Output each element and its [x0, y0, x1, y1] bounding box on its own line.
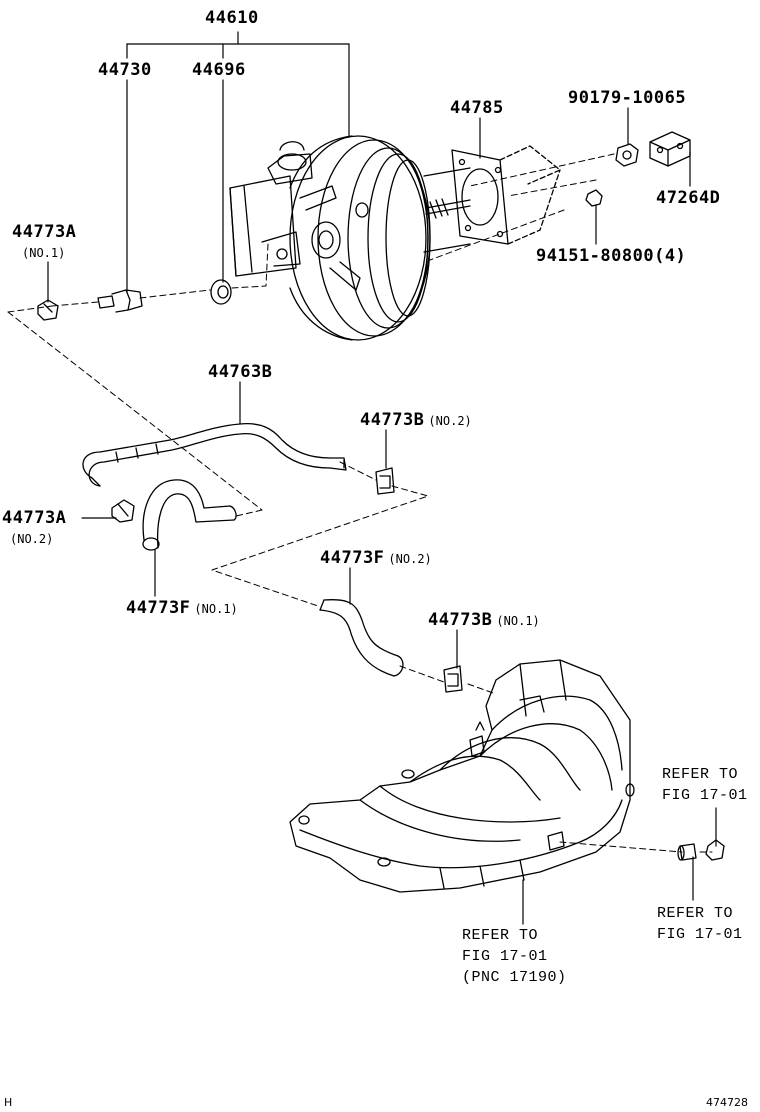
reference-line: FIG 17-01: [662, 787, 748, 804]
hose-44773f-no2: [319, 598, 404, 677]
part-label-44773b-no1: 44773B(NO.1): [428, 610, 540, 631]
part-qualifier: (NO.1): [194, 602, 238, 616]
brake-booster: [229, 135, 471, 341]
part-label-44730: 44730: [98, 60, 152, 80]
reference-line: REFER TO: [657, 905, 734, 922]
part-number: 44773B: [428, 610, 493, 630]
part-label-44773f-no2: 44773F(NO.2): [320, 548, 432, 569]
part-qualifier: (NO.2): [428, 414, 472, 428]
reference-line: (PNC 17190): [462, 969, 567, 986]
part-label-47264d: 47264D: [656, 188, 721, 208]
reference-note-lower-right: REFER TO FIG 17-01: [657, 903, 743, 945]
part-label-44773b-no2: 44773B(NO.2): [360, 410, 472, 431]
part-number: 44773F: [126, 598, 191, 618]
part-label-44763b: 44763B: [208, 362, 273, 382]
part-qualifier: (NO.1): [496, 614, 540, 628]
part-number: 44773F: [320, 548, 385, 568]
part-label-90179-10065: 90179-10065: [568, 88, 687, 108]
part-label-94151-80800: 94151-80800(4): [536, 246, 687, 266]
reference-line: REFER TO: [462, 927, 539, 944]
reference-line: FIG 17-01: [657, 926, 743, 943]
part-qualifier: (NO.2): [388, 552, 432, 566]
part-label-44773a-no2: 44773A: [2, 508, 67, 528]
reference-note-manifold: REFER TO FIG 17-01 (PNC 17190): [462, 925, 567, 988]
gasket-44785: [451, 145, 561, 245]
reference-line: FIG 17-01: [462, 948, 548, 965]
intake-manifold: [289, 659, 635, 893]
hardware: [37, 131, 725, 861]
footer-code-left: H: [4, 1096, 13, 1109]
part-label-44610: 44610: [205, 8, 259, 28]
reference-note-upper-right: REFER TO FIG 17-01: [662, 764, 748, 806]
part-sublabel-44773a-no1: (NO.1): [22, 246, 66, 260]
part-sublabel-44773a-no2: (NO.2): [10, 532, 54, 546]
reference-line: REFER TO: [662, 766, 739, 783]
hose-44773f-no1: [142, 479, 237, 551]
footer-illustration-number: 474728: [706, 1096, 748, 1109]
leader-lines: [47, 31, 717, 925]
part-label-44773f-no1: 44773F(NO.1): [126, 598, 238, 619]
part-label-44773a-no1: 44773A: [12, 222, 77, 242]
part-label-44696: 44696: [192, 60, 246, 80]
part-label-44785: 44785: [450, 98, 504, 118]
part-number: 44773B: [360, 410, 425, 430]
vacuum-hose-44763b: [82, 422, 347, 487]
